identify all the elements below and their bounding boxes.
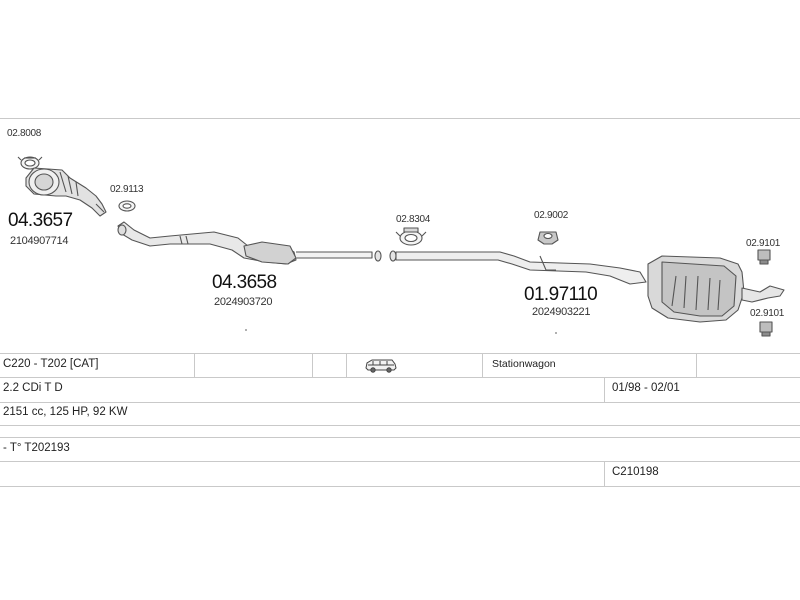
table-cell-divider	[604, 377, 605, 402]
table-row-border	[0, 425, 800, 426]
engine-description: 2.2 CDi T D	[3, 382, 63, 394]
vehicle-model: C220 - T202 [CAT]	[3, 358, 99, 370]
reference-code: C210198	[612, 466, 659, 478]
rear-muffler-01-97110-icon	[395, 251, 785, 323]
engine-specs: 2151 cc, 125 HP, 92 KW	[3, 406, 128, 418]
clamp-02-8304-icon	[395, 227, 427, 246]
catalytic-converter-04-3657-icon	[25, 167, 107, 217]
part-number-label: 02.9002	[534, 210, 569, 221]
part-number-label: 02.9101	[750, 308, 785, 319]
part-number-label: 04.3658	[212, 272, 277, 293]
rubber-mount-02-9002-icon	[537, 231, 559, 245]
table-row-border	[0, 377, 800, 378]
oem-number-label: 2024903720	[214, 296, 273, 308]
diagram-top-border	[0, 118, 800, 119]
part-number-label: 02.8304	[396, 214, 431, 225]
part-number-label: 02.9113	[110, 184, 144, 195]
production-years: 01/98 - 02/01	[612, 382, 680, 394]
table-row-border	[0, 437, 800, 438]
table-cell-divider	[482, 353, 483, 377]
station-wagon-car-icon	[365, 359, 397, 373]
table-cell-divider	[346, 353, 347, 377]
oem-number-label: 2024903221	[532, 306, 591, 318]
table-cell-divider	[194, 353, 195, 377]
table-cell-divider	[604, 461, 605, 486]
part-number-label: 02.8008	[7, 128, 42, 139]
part-number-label: 04.3657	[8, 210, 73, 231]
rubber-mount-02-9101-top-icon	[757, 249, 771, 265]
table-row-border	[0, 486, 800, 487]
table-row-border	[0, 402, 800, 403]
table-cell-divider	[312, 353, 313, 377]
oem-number-label: 2104907714	[10, 235, 69, 247]
pipe-end-icon	[389, 250, 397, 262]
clamp-02-8008-icon	[17, 156, 43, 170]
rubber-mount-02-9101-bottom-icon	[759, 321, 773, 337]
body-type: Stationwagon	[492, 358, 556, 370]
front-pipe-04-3658-icon	[117, 221, 373, 265]
type-approval-code: - T° T202193	[3, 442, 70, 454]
table-row-border	[0, 461, 800, 462]
table-row-border	[0, 353, 800, 354]
part-number-label: 02.9101	[746, 238, 781, 249]
part-number-label: 01.97110	[524, 284, 598, 305]
table-cell-divider	[696, 353, 697, 377]
gasket-02-9113-icon	[118, 200, 136, 212]
pipe-end-icon	[374, 250, 382, 262]
